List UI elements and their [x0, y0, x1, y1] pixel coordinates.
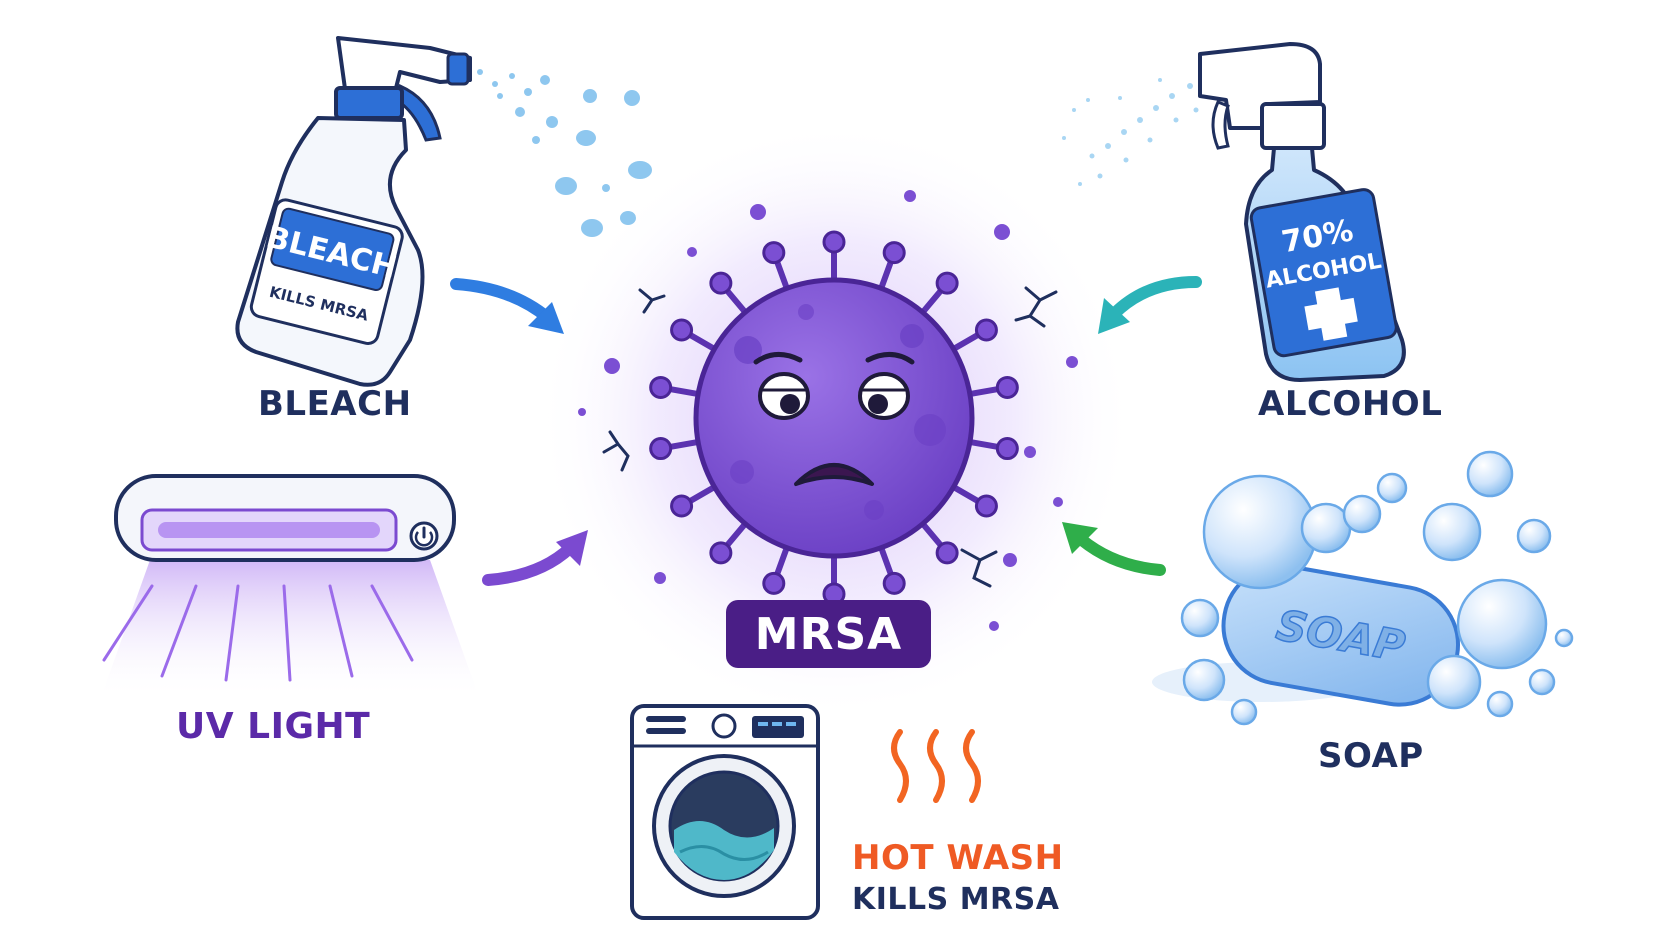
virus-spike-tip — [882, 571, 906, 595]
virus-spike-tip — [762, 571, 786, 595]
uv-light-label: UV LIGHT — [176, 706, 371, 747]
virus-spike-tip — [649, 437, 673, 461]
virus-spike-tip — [935, 271, 959, 295]
bleach-label: BLEACH — [258, 384, 412, 424]
virus-spike-tip — [670, 318, 694, 342]
virus-spike-tip — [882, 241, 906, 265]
virus-spike-tip — [995, 375, 1019, 399]
virus-spike-tip — [974, 494, 998, 518]
arrow-alcohol — [1098, 276, 1202, 334]
virus-spike-tip — [935, 541, 959, 565]
virus-spike-tip — [649, 375, 673, 399]
virus-spike-tip — [974, 318, 998, 342]
uv-rays — [102, 584, 414, 682]
washing-machine-icon — [630, 704, 820, 920]
bubble-icon — [1180, 450, 1574, 726]
soap-label: SOAP — [1318, 736, 1424, 776]
alcohol-label: ALCOHOL — [1258, 384, 1443, 424]
uv-lamp-icon — [100, 474, 480, 700]
arrow-bleach — [450, 278, 564, 334]
mrsa-badge: MRSA — [726, 600, 931, 668]
virus-spike-tip — [670, 494, 694, 518]
alcohol-bottle-icon: 70% ALCOHOL — [1198, 42, 1406, 382]
crack-marks — [602, 286, 1058, 588]
virus-particles — [578, 190, 1078, 631]
virus-spike-tip — [995, 437, 1019, 461]
hot-wash-sublabel: KILLS MRSA — [852, 882, 1060, 917]
virus-spike-tip — [709, 541, 733, 565]
virus-spike-tip — [762, 241, 786, 265]
virus-spike-tip — [709, 271, 733, 295]
alcohol-spray — [1062, 78, 1199, 186]
arrow-uv — [482, 530, 588, 586]
virus-icon — [649, 230, 1019, 606]
virus-spike-tip — [822, 230, 846, 254]
bleach-spray — [477, 69, 652, 237]
bleach-bottle-icon: BLEACH KILLS MRSA — [235, 36, 472, 387]
steam-icon — [891, 729, 981, 803]
hot-wash-label: HOT WASH — [852, 838, 1064, 878]
mrsa-label: MRSA — [754, 608, 903, 660]
arrow-soap — [1062, 522, 1166, 576]
